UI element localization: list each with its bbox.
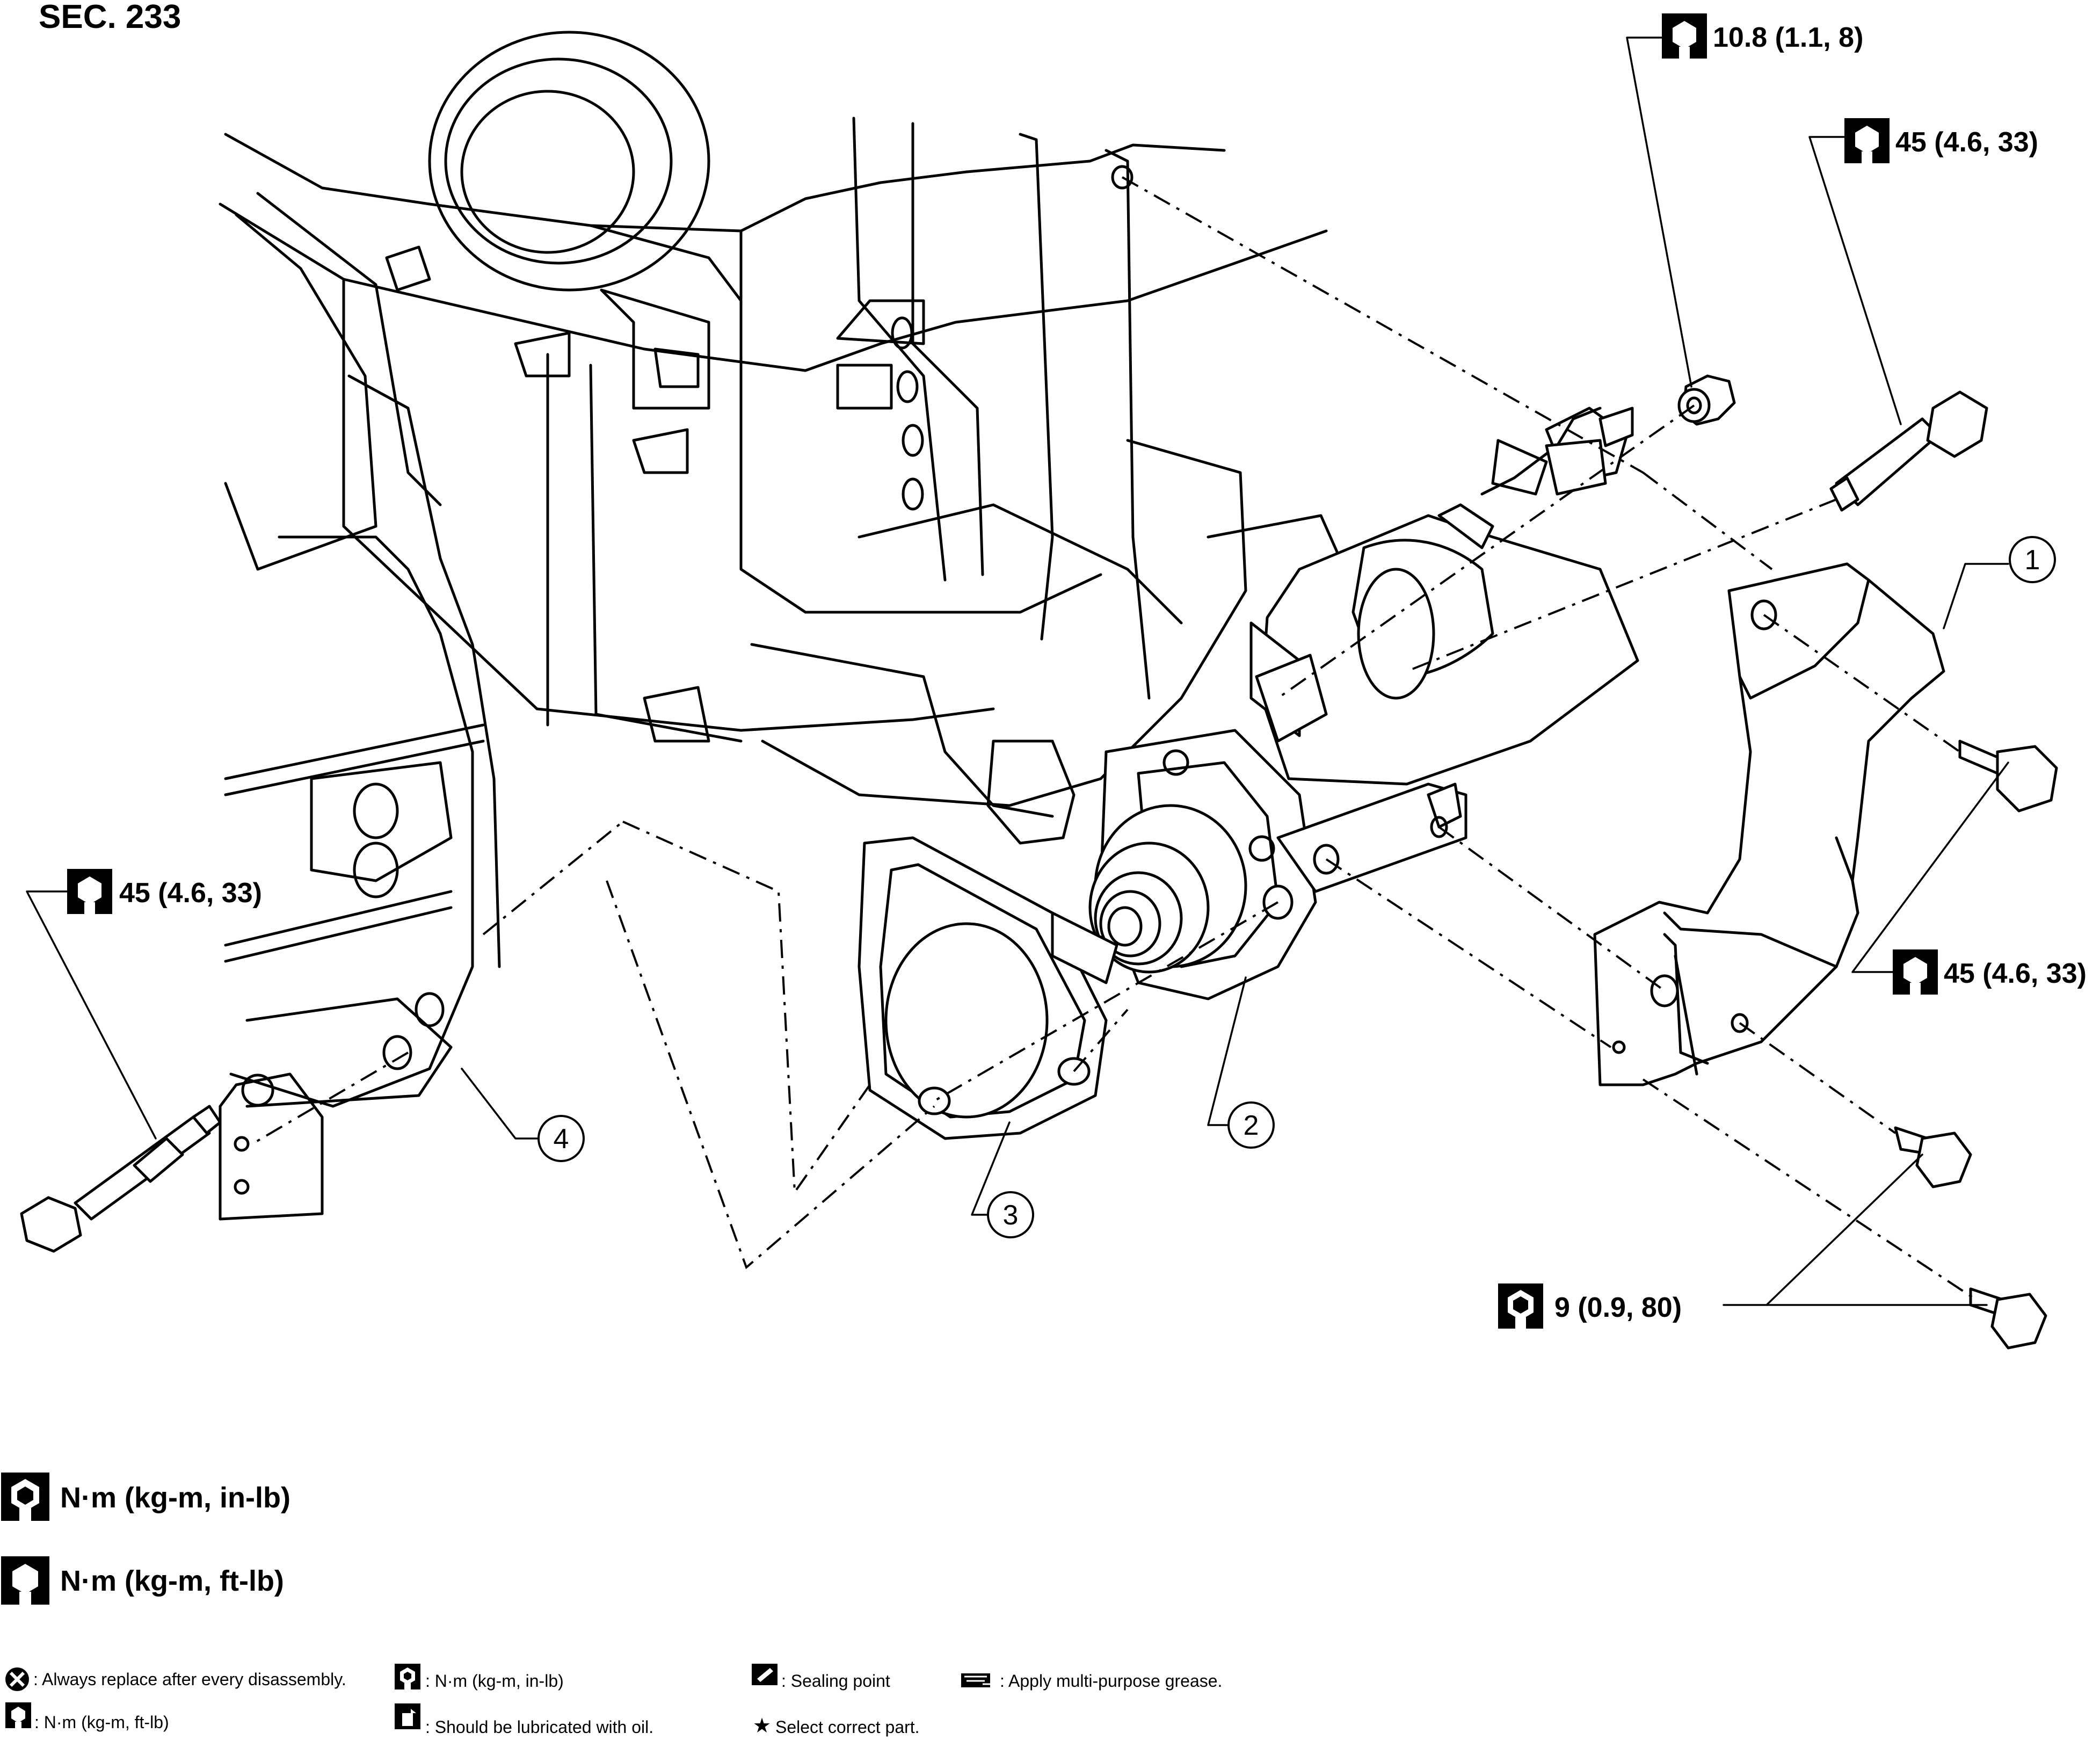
torque-in-lb-icon	[1498, 1283, 1543, 1329]
bolt-bottom-right-2	[1969, 1287, 2047, 1350]
callout-4: 4	[537, 1115, 585, 1162]
torque-ft-lb-icon	[1893, 949, 1938, 995]
unit-ft-lb: N·m (kg-m, ft-lb)	[1, 1556, 284, 1605]
torque-spec-bolt-left: 45 (4.6, 33)	[67, 869, 262, 914]
torque-spec-nut-top: 10.8 (1.1, 8)	[1662, 13, 1863, 59]
mounting-plate	[858, 836, 1118, 1140]
legend-sealing-text: : Sealing point	[781, 1671, 890, 1691]
callout-1: 1	[2009, 536, 2056, 583]
legend-in-lb-text: : N·m (kg-m, in-lb)	[425, 1671, 564, 1691]
grease-icon	[961, 1673, 990, 1687]
nut-top	[1677, 374, 1736, 426]
unit-in-lb-text: N·m (kg-m, in-lb)	[60, 1482, 290, 1514]
torque-in-lb-icon	[1, 1473, 49, 1521]
torque-spec-bolt-top-right: 45 (4.6, 33)	[1844, 118, 2038, 163]
torque-ft-lb-icon	[1662, 13, 1707, 59]
legend-oil-text: : Should be lubricated with oil.	[425, 1717, 653, 1737]
legend-grease-text: : Apply multi-purpose grease.	[1000, 1671, 1222, 1691]
torque-spec-bolt-top-right-text: 45 (4.6, 33)	[1895, 127, 2038, 158]
callout-4-label: 4	[554, 1123, 569, 1155]
callout-1-label: 1	[2025, 545, 2040, 576]
legend: : Always replace after every disassembly…	[5, 1664, 1222, 1737]
callout-3: 3	[987, 1191, 1034, 1238]
oil-icon	[395, 1703, 420, 1729]
legend-replace: : Always replace after every disassembly…	[5, 1667, 346, 1691]
legend-oil: : Should be lubricated with oil.	[395, 1703, 653, 1737]
legend-in-lb: : N·m (kg-m, in-lb)	[395, 1664, 564, 1691]
bolt-bottom-right-1	[1894, 1126, 1972, 1188]
callout-2: 2	[1227, 1101, 1275, 1149]
sealing-icon	[752, 1664, 777, 1685]
replace-icon	[5, 1667, 29, 1691]
bolt-top-right	[1829, 390, 1988, 512]
starter-motor	[1088, 407, 1639, 1000]
legend-ft-lb-text: : N·m (kg-m, ft-lb)	[34, 1713, 169, 1732]
star-icon: ★	[753, 1715, 771, 1737]
callout-3-label: 3	[1003, 1200, 1019, 1231]
torque-ft-lb-icon	[67, 869, 112, 914]
legend-replace-text: : Always replace after every disassembly…	[33, 1670, 346, 1689]
unit-ft-lb-text: N·m (kg-m, ft-lb)	[60, 1565, 284, 1597]
bolt-left	[20, 1105, 222, 1253]
torque-spec-bolt-right-text: 45 (4.6, 33)	[1944, 958, 2087, 989]
legend-grease: : Apply multi-purpose grease.	[961, 1671, 1222, 1691]
legend-sealing: : Sealing point	[752, 1664, 890, 1691]
torque-ft-lb-icon	[1844, 118, 1890, 163]
callout-2-label: 2	[1244, 1110, 1259, 1141]
torque-spec-nut-top-text: 10.8 (1.1, 8)	[1713, 22, 1863, 53]
legend-select-text: Select correct part.	[775, 1717, 920, 1737]
engine-block-drawing	[219, 31, 1344, 1221]
torque-ft-lb-icon	[1, 1556, 49, 1605]
torque-ft-lb-icon	[5, 1702, 31, 1728]
legend-select: ★ Select correct part.	[753, 1715, 920, 1737]
torque-spec-bolt-right: 45 (4.6, 33)	[1893, 949, 2087, 995]
section-label: SEC. 233	[39, 0, 181, 35]
torque-spec-bolts-bottom-right-text: 9 (0.9, 80)	[1554, 1292, 1682, 1323]
torque-spec-bolts-bottom-right: 9 (0.9, 80)	[1498, 1283, 1682, 1329]
heat-shield-bracket	[1593, 562, 1945, 1086]
bolt-right	[1958, 739, 2058, 813]
alignment-lines	[251, 176, 1977, 1301]
torque-spec-bolt-left-text: 45 (4.6, 33)	[119, 878, 262, 909]
unit-in-lb: N·m (kg-m, in-lb)	[1, 1473, 290, 1521]
legend-ft-lb: : N·m (kg-m, ft-lb)	[5, 1702, 169, 1732]
torque-in-lb-icon	[395, 1664, 420, 1689]
leader-lines	[26, 37, 2009, 1306]
